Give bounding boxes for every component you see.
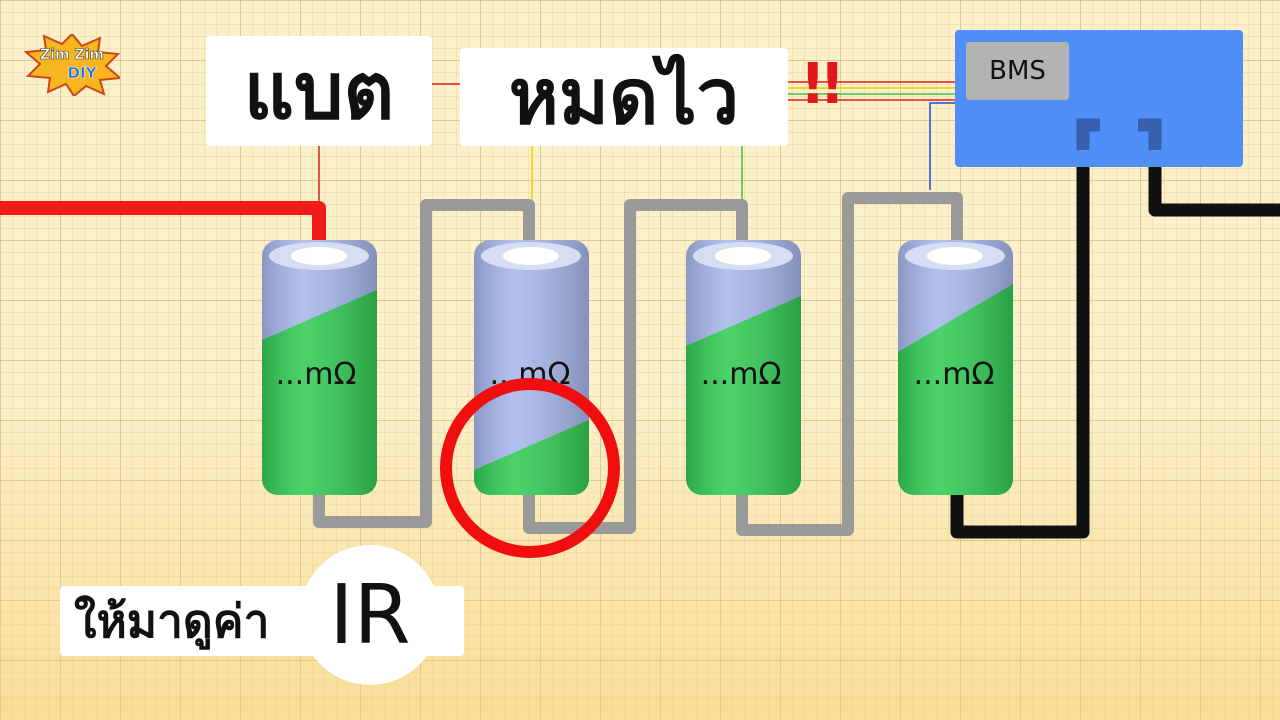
zimzim-diy-logo: Zim Zim DIY — [24, 34, 120, 96]
battery-cell-1: ...mΩ — [262, 240, 377, 495]
cell-4-ir-label: ...mΩ — [914, 357, 995, 392]
ir-text: IR — [329, 567, 411, 663]
series-links — [313, 192, 963, 536]
logo-line1: Zim Zim — [40, 47, 104, 63]
battery-cell-3: ...mΩ — [686, 240, 801, 495]
title-drains-fast: หมดไว — [460, 48, 788, 146]
battery-cell-2: ...mΩ — [474, 240, 589, 495]
weak-cell-highlight-circle — [440, 378, 620, 558]
logo-line2: DIY — [68, 64, 98, 82]
ir-highlight-circle: IR — [300, 545, 440, 685]
sense-wires — [318, 81, 955, 240]
battery-cell-4: ...mΩ — [898, 240, 1013, 495]
subtitle-text: ให้มาดูค่า — [74, 593, 270, 648]
bms-label: BMS — [966, 42, 1069, 100]
title-battery: แบต — [206, 36, 432, 146]
cell-1-ir-label: ...mΩ — [276, 357, 357, 392]
cell-3-ir-label: ...mΩ — [701, 357, 782, 392]
exclamation-marks: !! — [800, 52, 845, 117]
